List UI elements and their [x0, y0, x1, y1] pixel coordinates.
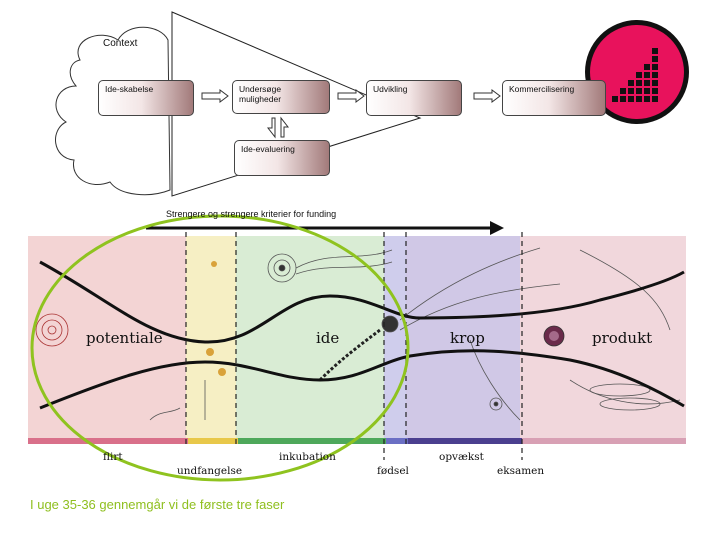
stage-label-undfangelse: undfangelse — [177, 465, 243, 477]
box-ide-evaluering: Ide-evaluering — [234, 140, 330, 176]
box-undersoege-label: Undersøge muligheder — [239, 84, 282, 104]
phase-label-produkt: produkt — [592, 329, 653, 347]
stage-label-foedsel: fødsel — [377, 465, 409, 477]
sketch-decorations — [35, 247, 681, 421]
box-undersoege-muligheder: Undersøge muligheder — [232, 80, 330, 114]
phase-label-krop: krop — [450, 329, 485, 347]
stage-label-inkubation: inkubation — [279, 451, 336, 463]
box-udvikling-label: Udvikling — [373, 84, 408, 94]
box-udvikling: Udvikling — [366, 80, 462, 116]
phase-label-ide: ide — [316, 329, 340, 347]
box-kommercialisering-label: Kommercilisering — [509, 84, 575, 94]
vertical-double-arrow — [266, 116, 290, 139]
phase-label-potentiale: potentiale — [86, 329, 163, 347]
footer-note: I uge 35-36 gennemgår vi de første tre f… — [30, 497, 285, 512]
stage-label-flirt: flirt — [103, 451, 123, 463]
box-ide-evaluering-label: Ide-evaluering — [241, 144, 295, 154]
highlight-ellipse — [30, 214, 410, 482]
box-ide-skabelse-label: Ide-skabelse — [105, 84, 154, 94]
logo — [585, 20, 689, 124]
curve-lower — [39, 349, 685, 410]
funding-arrow-label: Strengere og strengere kriterier for fun… — [166, 209, 337, 219]
context-label: Context — [103, 38, 138, 49]
funding-arrow-head — [490, 221, 504, 235]
stage-label-opvaekst: opvækst — [439, 451, 484, 463]
box-kommercialisering: Kommercilisering — [502, 80, 606, 116]
phase-dividers — [185, 232, 523, 460]
flow-arrow — [201, 89, 501, 103]
box-ide-skabelse: Ide-skabelse — [98, 80, 194, 116]
stage-label-eksamen: eksamen — [497, 465, 545, 477]
curve-upper — [39, 260, 685, 344]
